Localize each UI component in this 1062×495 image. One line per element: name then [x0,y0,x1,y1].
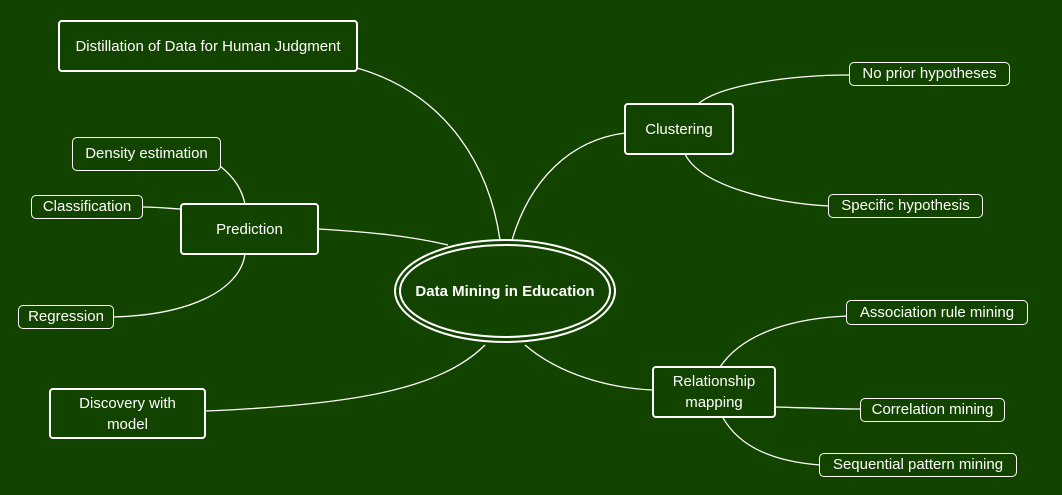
distillation-node: Distillation of Data for Human Judgment [58,20,358,72]
link-prediction-density [219,165,246,205]
link-prediction-classification [142,206,181,210]
link-relationship-association [719,315,848,368]
link-center-prediction [317,228,449,246]
link-clustering-no-prior [697,74,851,105]
center-ellipse-inner [399,244,611,338]
link-center-relationship [524,344,653,391]
specific-hypothesis-node: Specific hypothesis [828,194,983,218]
link-relationship-correlation [775,406,862,410]
classification-node: Classification [31,195,143,219]
relationship-node: Relationship mapping [652,366,776,418]
correlation-mining-node: Correlation mining [860,398,1005,422]
sequential-pattern-mining-node: Sequential pattern mining [819,453,1017,477]
link-clustering-specific [684,153,830,207]
center-topic-label: Data Mining in Education [415,282,595,300]
regression-node: Regression [18,305,114,329]
link-center-discovery [204,344,486,412]
link-relationship-sequential [721,415,821,466]
prediction-node: Prediction [180,203,319,255]
discovery-node: Discovery with model [49,388,206,439]
no-prior-hypotheses-node: No prior hypotheses [849,62,1010,86]
link-center-clustering [511,132,626,241]
association-rule-mining-node: Association rule mining [846,300,1028,325]
center-ellipse-outer [394,239,616,343]
link-center-distillation [356,67,501,241]
clustering-node: Clustering [624,103,734,155]
link-prediction-regression [112,253,246,318]
density-estimation-node: Density estimation [72,137,221,171]
